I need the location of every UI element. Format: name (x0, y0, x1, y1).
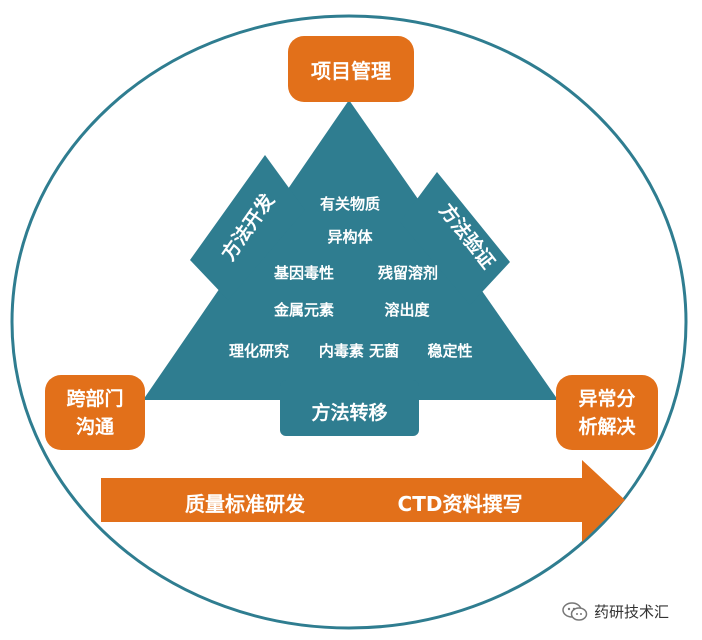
topic-residual-solvents: 残留溶剂 (377, 264, 438, 282)
outer-circle (10, 14, 688, 630)
topic-metal-elements: 金属元素 (273, 301, 334, 319)
topic-stability: 稳定性 (427, 342, 473, 360)
watermark-text: 药研技术汇 (594, 603, 670, 621)
bottom-tab (280, 380, 419, 436)
topic-related-substances: 有关物质 (319, 195, 380, 213)
progress-arrow (101, 460, 625, 542)
quality-standard-label: 质量标准研发 (185, 492, 305, 516)
left-slope-band (190, 155, 305, 300)
right-slope-band (400, 172, 510, 305)
topic-isomers: 异构体 (327, 228, 373, 246)
exception-analysis-line1: 异常分 (578, 387, 636, 410)
cross-dept-communication-box: 跨部门 沟通 (45, 375, 145, 450)
topic-dissolution: 溶出度 (384, 301, 430, 319)
central-triangle (143, 100, 558, 400)
project-management-box: 项目管理 (288, 36, 414, 102)
exception-analysis-box: 异常分 析解决 (556, 375, 658, 450)
cross-dept-line1: 跨部门 (66, 387, 124, 410)
project-management-label: 项目管理 (311, 58, 391, 83)
topic-physicochemical: 理化研究 (228, 342, 289, 360)
method-transfer-label: 方法转移 (311, 402, 388, 424)
topic-endotoxin-sterility: 内毒素 无菌 (318, 342, 400, 360)
wechat-icon (562, 601, 588, 622)
cross-dept-line2: 沟通 (75, 415, 114, 438)
ctd-writing-label: CTD资料撰写 (397, 492, 523, 516)
topic-genotoxicity: 基因毒性 (273, 264, 334, 282)
watermark: 药研技术汇 (562, 601, 669, 622)
exception-analysis-line2: 析解决 (578, 415, 636, 438)
